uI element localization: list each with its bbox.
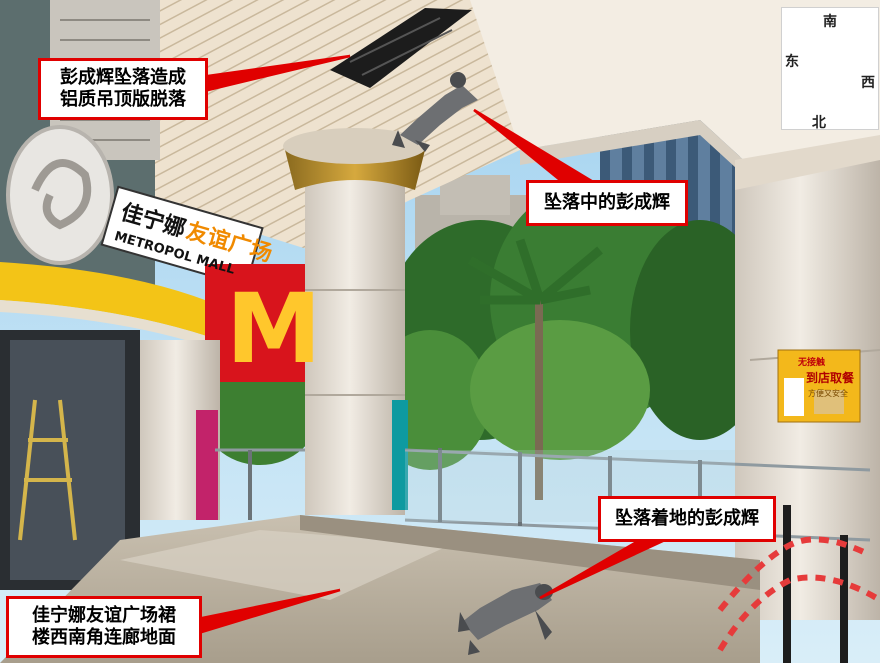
falling-figure <box>392 72 478 152</box>
callout-pointers <box>200 54 666 634</box>
floor-location-callout: 佳宁娜友谊广场裙 楼西南角连廊地面 <box>6 596 202 658</box>
mall-logo <box>6 125 114 265</box>
falling-callout: 坠落中的彭成辉 <box>526 180 688 226</box>
mcdonalds-logo: M <box>226 273 322 385</box>
compass-west-label: 西 <box>861 75 875 91</box>
caution-barrier <box>717 505 880 663</box>
mcdonalds-sign <box>205 264 319 382</box>
poster-sub-text: 方便又安全 <box>808 388 848 398</box>
compass-panel: 南 东 西 北 <box>781 7 879 131</box>
trees <box>200 180 770 500</box>
yellow-canopy <box>0 262 250 352</box>
compass-north-label: 北 <box>812 115 826 131</box>
poster-top-text: 无接触 <box>797 356 825 368</box>
compass-east-label: 东 <box>785 54 799 70</box>
compass-south-label: 南 <box>823 14 837 30</box>
poster-main-text: 到店取餐 <box>806 370 855 385</box>
ceiling-hole <box>330 8 472 88</box>
mall-name-sign <box>100 185 264 288</box>
landed-callout: 坠落着地的彭成辉 <box>598 496 776 542</box>
landed-figure <box>458 583 553 655</box>
center-pillar <box>305 170 405 515</box>
ceiling-panel-callout: 彭成辉坠落造成 铝质吊顶版脱落 <box>38 58 208 120</box>
